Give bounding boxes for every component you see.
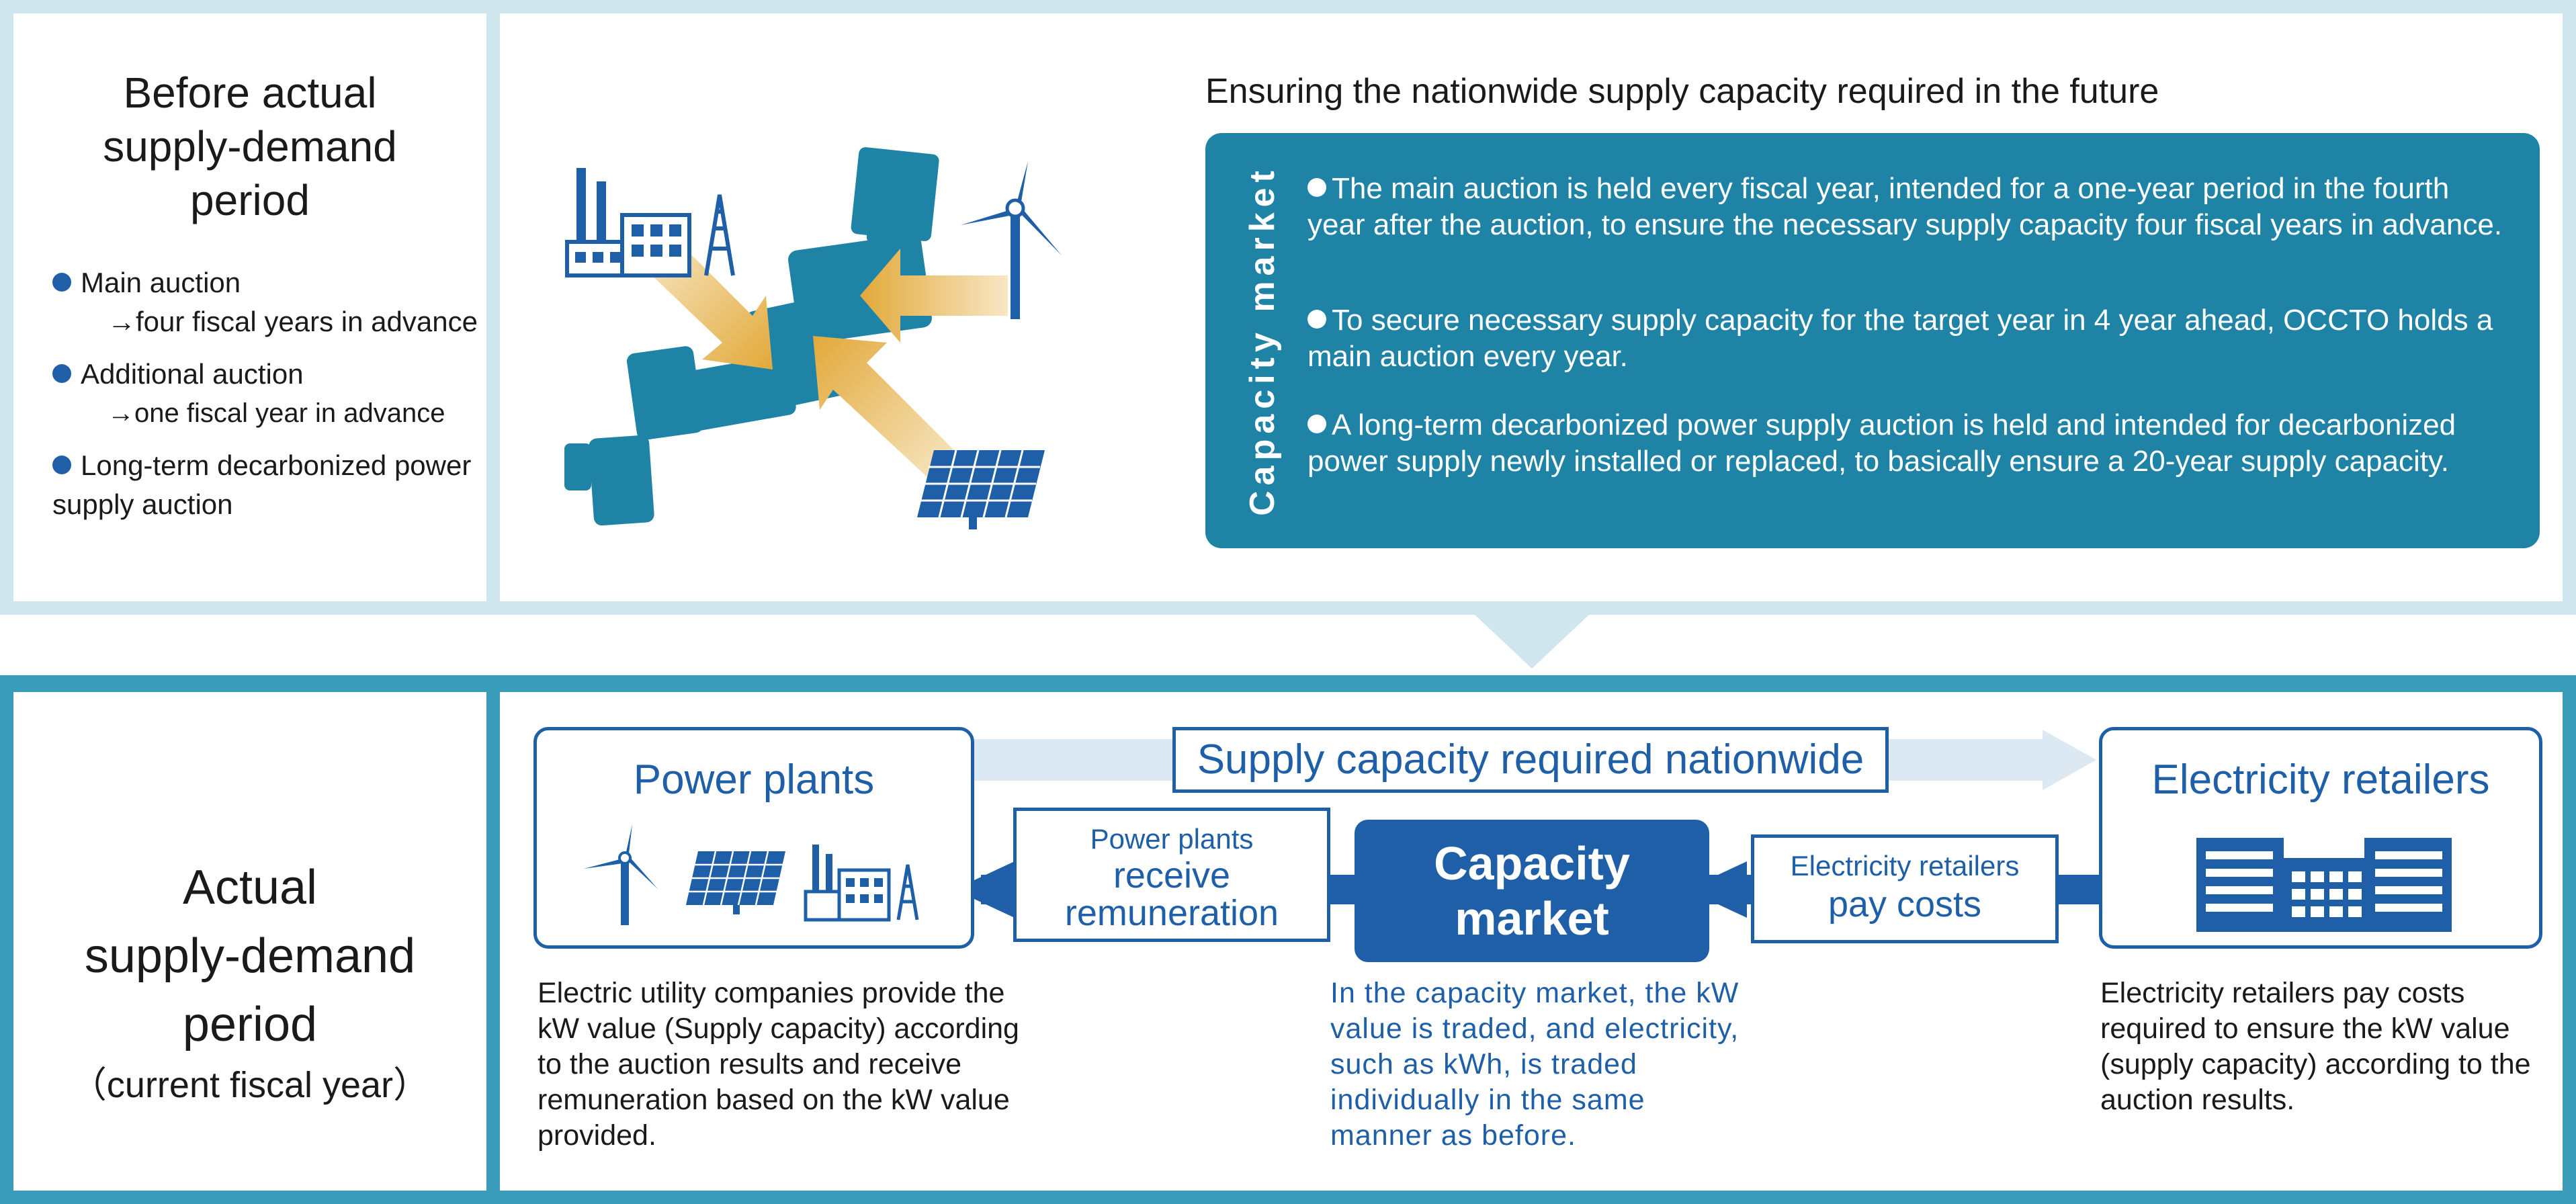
wind-turbine-icon [961,161,1062,319]
auction-item-long-term: Long-term decarbonized power supply auct… [52,446,482,524]
solar-panel-icon [686,851,785,914]
retailers-box: Electricity retailers [2099,727,2542,949]
power-plants-title: Power plants [633,757,875,803]
capacity-market-description: In the capacity market, the kW value is … [1330,977,1740,1152]
auction-detail: →four fiscal years in advance [108,306,478,337]
actual-period-title: Actual supply-demand period [84,861,416,1051]
wind-turbine-icon [584,824,658,925]
future-capacity-heading: Ensuring the nationwide supply capacity … [1205,72,2159,111]
capacity-market-title: Capacity market [1434,837,1630,945]
before-period-panel [13,13,486,601]
bullet-icon [1307,415,1326,433]
down-arrow-icon [1475,615,1589,669]
factory-icon [804,845,919,922]
nationwide-capacity-label: Supply capacity required nationwide [1172,727,1889,793]
bullet-icon [52,273,71,292]
receive-line-1: Power plants [1090,823,1254,855]
factory-icon [565,168,735,277]
left-arrowhead-icon [1686,861,1747,918]
actual-period-subtitle: （current fiscal year） [70,1065,430,1105]
auction-name: Long-term decarbonized power supply auct… [52,449,472,520]
supply-arrow-bottom [813,336,954,477]
power-plant-icons [584,824,919,925]
auction-item-additional: Additional auction →one fiscal year in a… [52,355,482,433]
bullet-icon [52,364,71,383]
receive-remuneration-box: Power plants receive remuneration [1013,808,1330,942]
retailers-title: Electricity retailers [2151,757,2490,803]
retailers-description: Electricity retailers pay costs required… [2100,977,2531,1116]
solar-panel-icon [917,449,1045,529]
capacity-market-box: Capacity market [1355,820,1709,962]
bullet-icon [52,456,71,474]
auction-item-main: Main auction →four fiscal years in advan… [52,263,482,341]
power-plants-description: Electric utility companies provide the k… [538,977,1019,1152]
capacity-point-2: To secure necessary supply capacity for … [1307,304,2493,373]
power-plants-box: Power plants [533,727,974,949]
auction-detail: →one fiscal year in advance [108,398,445,428]
supply-arrow-right [860,249,1008,343]
before-period-title: Before actual supply-demand period [103,69,397,224]
capacity-point-3: A long-term decarbonized power supply au… [1307,408,2456,478]
actual-period-panel [13,692,486,1191]
capacity-market-label: Capacity market [1243,165,1283,516]
nationwide-arrowhead-icon [2043,730,2096,790]
receive-line-2: receive remuneration [1064,855,1279,933]
pay-line-1: Electricity retailers [1790,850,2020,882]
capacity-market-vertical-label: Capacity market [1205,133,1320,548]
auction-name: Main auction [81,267,241,298]
auction-list: Main auction →four fiscal years in advan… [52,263,482,538]
capacity-point-1: The main auction is held every fiscal ye… [1307,172,2503,241]
pay-costs-box: Electricity retailers pay costs [1751,834,2059,943]
office-building-icon [2196,838,2452,932]
capacity-market-info-box [1205,133,2540,548]
bullet-icon [1307,178,1326,197]
auction-name: Additional auction [81,358,304,390]
left-arrowhead-icon [954,861,1015,918]
pay-line-2: pay costs [1828,884,1982,924]
bullet-icon [1307,310,1326,329]
